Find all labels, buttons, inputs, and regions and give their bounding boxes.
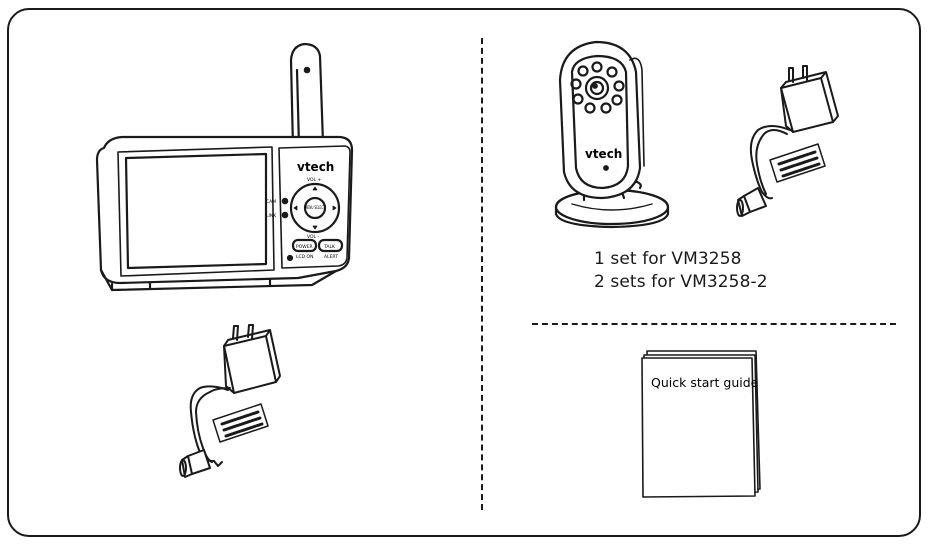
horizontal-divider: [532, 323, 896, 325]
caption-line-1: 1 set for VM3258: [594, 249, 742, 269]
power-label: POWER: [296, 244, 313, 250]
vol-down-label: VOL -: [307, 234, 319, 240]
link-label: LINK: [266, 213, 277, 219]
camera-brand: vtech: [585, 147, 622, 161]
guide-title: Quick start guide: [651, 375, 759, 390]
vol-up-label: VOL +: [307, 177, 321, 183]
cam-label: CAM: [266, 199, 276, 205]
monitor-brand: vtech: [297, 160, 334, 174]
menu-select-label: MENU SELECT: [305, 205, 325, 211]
vertical-divider: [481, 38, 483, 510]
camera-quantity-caption: 1 set for VM3258 2 sets for VM3258-2: [594, 248, 768, 294]
power-sub-label: LCD ON: [296, 254, 313, 260]
package-contents-frame: [7, 8, 921, 537]
talk-sub-label: ALERT: [324, 254, 338, 260]
caption-line-2: 2 sets for VM3258-2: [594, 272, 768, 292]
talk-label: TALK: [323, 244, 336, 250]
